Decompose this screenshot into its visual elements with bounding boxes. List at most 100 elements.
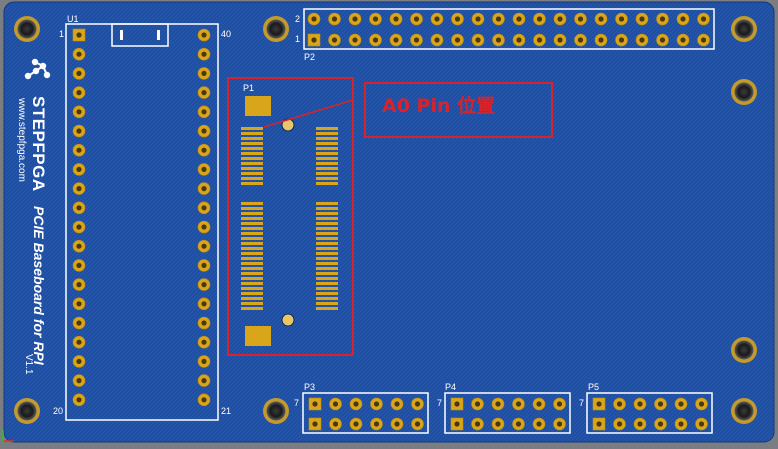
p1-finger-right <box>316 177 338 180</box>
p2-pin-bottom-drill <box>311 37 317 43</box>
p5-pin-top-drill <box>637 401 643 407</box>
p5-pin7-label: 7 <box>579 398 585 408</box>
u1-pin1-label: 1 <box>59 29 65 39</box>
p1-finger-right <box>316 292 338 295</box>
u1-pin-left-drill <box>76 90 82 96</box>
u1-pin-right-drill <box>201 166 207 172</box>
p1-finger-right <box>316 227 338 230</box>
u1-pin-right-drill <box>201 128 207 134</box>
p4-pin-top-drill <box>556 401 563 407</box>
p5-pin-top-drill <box>596 401 602 407</box>
p1-finger-left <box>241 297 263 300</box>
u1-pin-left-drill <box>76 282 82 288</box>
p5-pin-bottom-drill <box>637 421 643 427</box>
p2-pin-top-drill <box>331 16 338 22</box>
mounting-hole-2 <box>266 19 286 39</box>
p5-pin-bottom-drill <box>616 421 623 427</box>
p3-pin-bottom-drill <box>353 421 359 427</box>
p4-pin-top-drill <box>495 401 501 407</box>
u1-pin-left-drill <box>76 262 82 268</box>
p5-pin-bottom-drill <box>678 421 684 427</box>
p2-pin-top-drill <box>495 16 502 22</box>
p1-finger-left <box>241 252 263 255</box>
u1-pin-right-drill <box>201 90 207 96</box>
p3-pin-bottom-drill <box>394 421 400 427</box>
p1-finger-right <box>316 237 338 240</box>
u1-pin-right-drill <box>201 243 207 249</box>
u1-pin-right-drill <box>201 301 207 307</box>
p2-pin-bottom-drill <box>536 37 543 43</box>
p2-pin-bottom-drill <box>659 37 666 43</box>
p4-pin-bottom-drill <box>515 421 522 427</box>
p1-finger-left <box>241 292 263 295</box>
p2-pin-bottom-drill <box>516 37 522 43</box>
mounting-hole-3 <box>734 19 754 39</box>
p4-pin-bottom-drill <box>556 421 563 427</box>
u1-pin-left-drill <box>76 166 82 172</box>
p5-pin-bottom-drill <box>596 421 602 427</box>
p1-finger-left <box>241 182 263 185</box>
p3-pin-top-drill <box>332 401 339 407</box>
p2-pin-bottom-drill <box>680 37 686 43</box>
u1-pin-right-drill <box>201 70 207 76</box>
p1-anchor-pad-top <box>245 96 271 116</box>
p2-pin-top-drill <box>618 16 625 22</box>
p1-finger-left <box>241 137 263 140</box>
p5-pin-top-drill <box>698 401 705 407</box>
a0-pin-callout-text: A0 Pin 位置 <box>382 95 496 117</box>
p4-pin-top-drill <box>454 401 460 407</box>
p1-finger-left <box>241 267 263 270</box>
u1-pin-right-drill <box>201 186 207 192</box>
p2-pin-bottom-drill <box>393 37 399 43</box>
u1-pin-right-drill <box>201 109 207 115</box>
u1-pin-right-drill <box>201 51 207 57</box>
p1-highlight-box <box>227 77 354 356</box>
p1-label: P1 <box>243 83 255 93</box>
p1-finger-right <box>316 147 338 150</box>
p2-row1-label: 1 <box>295 34 301 44</box>
p1-finger-left <box>241 262 263 265</box>
u1-pin-left-drill <box>76 243 82 249</box>
p3-pin-top-drill <box>373 401 380 407</box>
p1-finger-right <box>316 202 338 205</box>
p1-finger-left <box>241 237 263 240</box>
u1-pin-left-drill <box>76 358 82 364</box>
p1-anchor-pad-bottom <box>245 326 271 346</box>
p2-pin-top-drill <box>598 16 604 22</box>
p1-finger-right <box>316 132 338 135</box>
p2-pin-bottom-drill <box>352 37 358 43</box>
p3-pin-bottom-drill <box>373 421 380 427</box>
p3-outline <box>302 392 429 434</box>
p4-pin-bottom-drill <box>536 421 542 427</box>
u1-pin-right-drill <box>201 397 207 403</box>
p1-finger-right <box>316 302 338 305</box>
p1-finger-right <box>316 252 338 255</box>
p1-finger-right <box>316 272 338 275</box>
p2-pin-bottom-drill <box>557 37 563 43</box>
p2-pin-bottom-drill <box>577 37 584 43</box>
p1-finger-right <box>316 262 338 265</box>
callout-box <box>364 82 553 138</box>
p1-finger-right <box>316 277 338 280</box>
p3-pin-bottom-drill <box>414 421 421 427</box>
p5-outline <box>586 392 713 434</box>
p4-pin-top-drill <box>536 401 542 407</box>
p3-label: P3 <box>304 382 316 392</box>
p2-pin-top-drill <box>659 16 666 22</box>
p4-label: P4 <box>445 382 457 392</box>
u1-notch <box>111 23 169 47</box>
p4-pin-top-drill <box>474 401 481 407</box>
p2-pin-top-drill <box>639 16 645 22</box>
p2-label: P2 <box>304 52 316 62</box>
p1-finger-left <box>241 202 263 205</box>
p1-finger-right <box>316 172 338 175</box>
u1-pin-right-drill <box>201 224 207 230</box>
u1-pin-right-drill <box>201 339 207 345</box>
p2-pin-top-drill <box>393 16 399 22</box>
p1-finger-right <box>316 152 338 155</box>
p1-finger-left <box>241 207 263 210</box>
p1-finger-left <box>241 142 263 145</box>
p1-finger-right <box>316 207 338 210</box>
p1-finger-right <box>316 282 338 285</box>
